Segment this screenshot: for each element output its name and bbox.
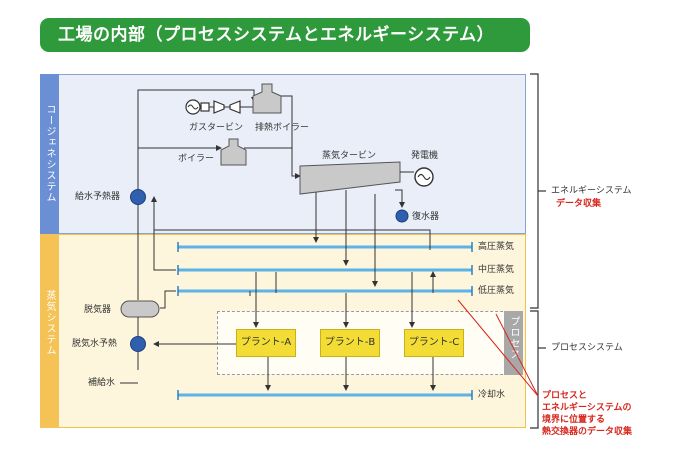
process-bracket: [530, 310, 539, 429]
process-system-label: プロセスシステム: [551, 343, 623, 353]
exhaust-boiler-icon: [252, 83, 282, 114]
feedwater-heater-icon: [130, 189, 146, 205]
process-tag: [504, 311, 523, 375]
energy-data-label: データ収集: [556, 199, 602, 209]
cooling-water-label: 冷却水: [478, 390, 506, 400]
cogeneration-label: コージェネシステム: [44, 104, 55, 203]
low-pressure-label: 低圧蒸気: [478, 286, 515, 296]
boiler-icon: [220, 138, 247, 166]
boiler-label: ボイラー: [178, 154, 215, 164]
page-title: 工場の内部（プロセスシステムとエネルギーシステム）: [58, 25, 495, 45]
condenser-label: 復水器: [412, 212, 440, 222]
plant-b: プラント-B: [320, 329, 380, 357]
process-tag-label: プロセス: [508, 316, 519, 360]
note-line-3: 境界に位置する: [542, 415, 606, 425]
generator-label: 発電機: [411, 151, 439, 161]
cogeneration-panel: [40, 74, 526, 234]
note-line-4: 熱交換器のデータ収集: [542, 427, 633, 437]
energy-bracket: [530, 73, 539, 309]
high-pressure-label: 高圧蒸気: [478, 242, 515, 252]
deaerated-water-heater-label: 脱気水予熱: [72, 339, 118, 349]
plant-a: プラント-A: [236, 329, 296, 357]
condenser-icon: [395, 209, 409, 223]
gas-turbine-group: [185, 99, 254, 115]
system-brackets: [530, 73, 546, 429]
steam-turbine-icon: [299, 161, 401, 195]
gas-turbine-label: ガスタービン: [189, 123, 244, 133]
steam-strip: [40, 234, 59, 428]
title-banner: [40, 18, 530, 52]
plant-c: プラント-C: [404, 329, 464, 357]
makeup-water-label: 補給水: [88, 378, 116, 388]
energy-system-label: エネルギーシステム: [551, 186, 632, 196]
cogeneration-strip: [40, 74, 59, 234]
note-line-1: プロセスと: [542, 391, 588, 401]
turbine-icon: [229, 100, 241, 114]
steam-system-label: 蒸気システム: [44, 290, 55, 356]
steam-header-pipes: [177, 242, 473, 400]
deaerator-icon: [120, 300, 160, 318]
medium-pressure-label: 中圧蒸気: [478, 265, 515, 275]
exhaust-boiler-label: 排熱ボイラー: [255, 123, 310, 133]
compressor-icon: [213, 100, 225, 114]
feedwater-heater-label: 給水予熱器: [75, 192, 121, 202]
deaerated-water-heater-icon: [130, 336, 146, 352]
deaerator-label: 脱気器: [84, 305, 112, 315]
note-pointers: [457, 299, 539, 397]
steam-turbine-label: 蒸気タービン: [322, 151, 377, 161]
note-line-2: エネルギーシステムの: [542, 403, 632, 413]
